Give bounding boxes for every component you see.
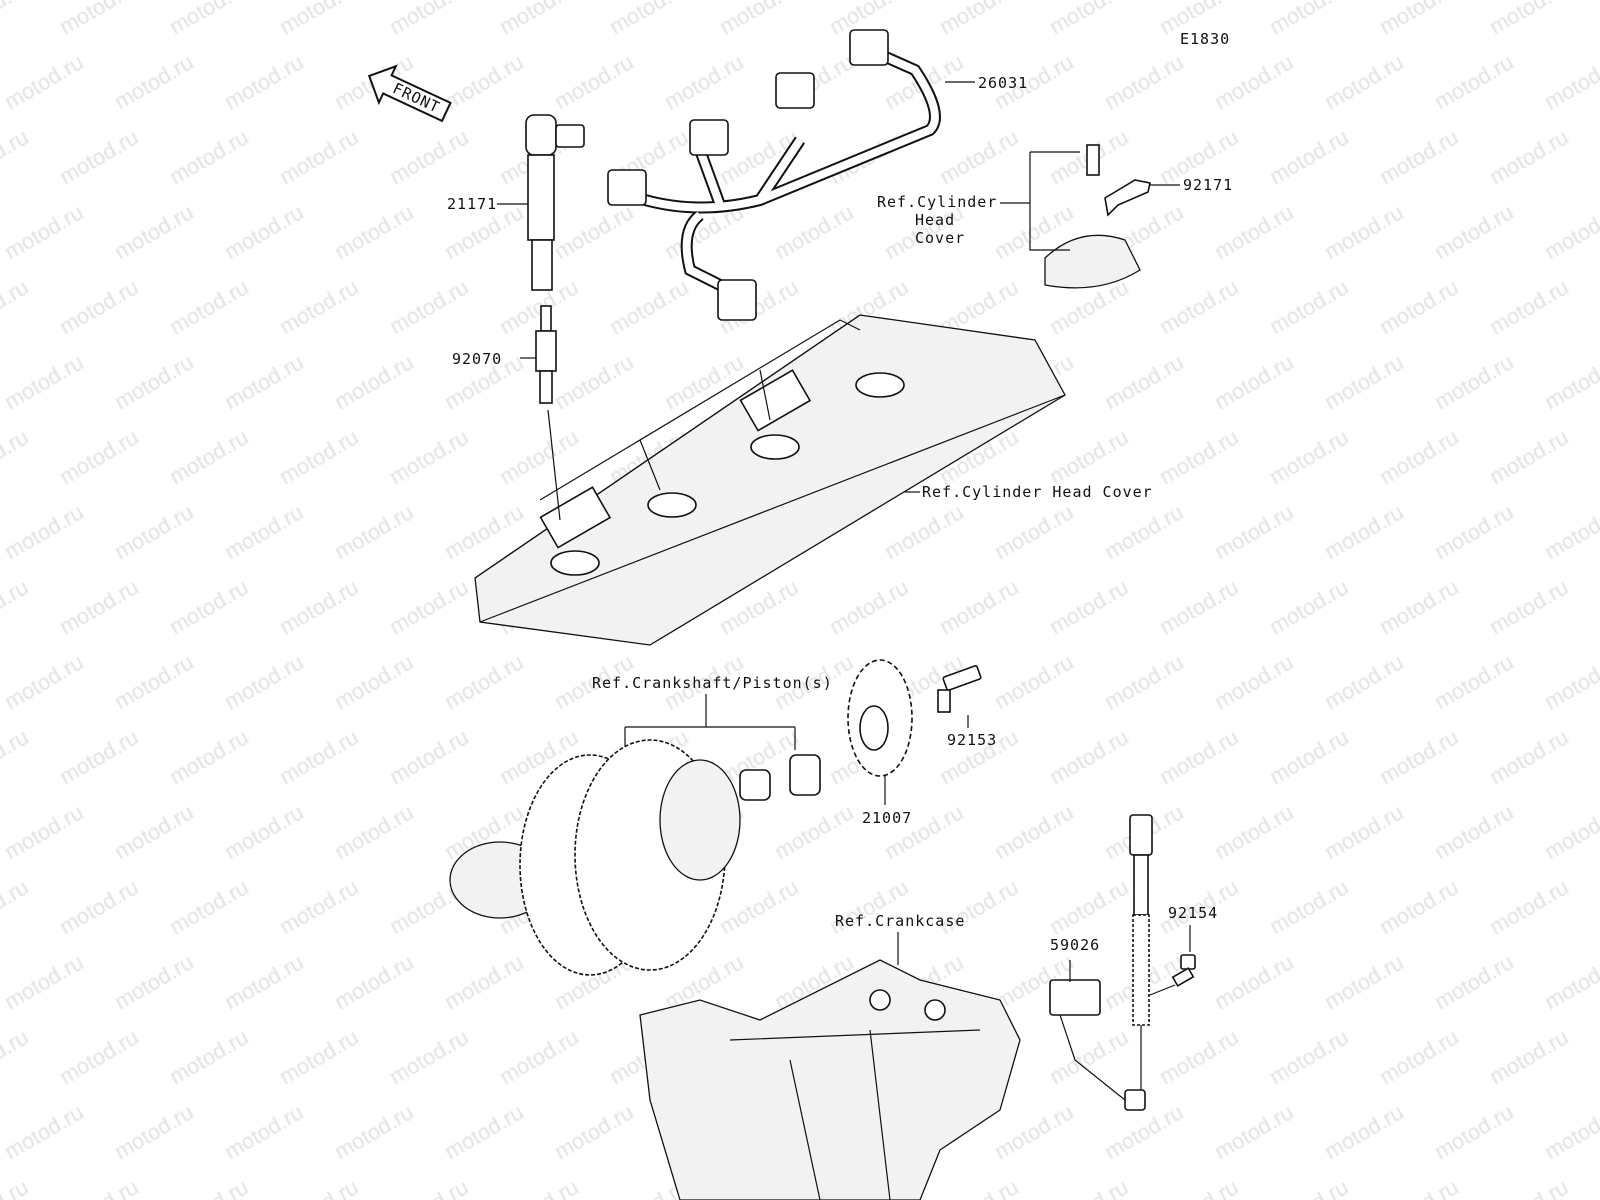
crankcase[interactable] — [639, 959, 1021, 1200]
callout-92153: 92153 — [947, 731, 997, 749]
ref-cyl-head-cover-line3: Cover — [915, 229, 965, 247]
callout-59026: 59026 — [1050, 936, 1100, 954]
front-arrow-icon: FRONT — [367, 64, 452, 123]
callout-ref-crankshaft: Ref.Crankshaft/Piston(s) — [592, 674, 833, 692]
callout-ref-cylinder-head-cover: Ref.Cylinder Head Cover — [922, 483, 1153, 501]
callout-92171: 92171 — [1183, 176, 1233, 194]
crankshaft[interactable] — [449, 739, 821, 976]
callout-92070: 92070 — [452, 350, 502, 368]
callout-26031: 26031 — [978, 74, 1028, 92]
callout-21171: 21171 — [447, 195, 497, 213]
timing-rotor[interactable] — [847, 659, 913, 777]
ref-cyl-head-cover-line1: Ref.Cylinder — [877, 193, 997, 211]
ref-cyl-head-cover-line2: Head — [915, 211, 955, 229]
bolt-92153[interactable] — [937, 665, 982, 713]
wiring-harness[interactable] — [607, 29, 941, 321]
callout-92154: 92154 — [1168, 904, 1218, 922]
front-label: FRONT — [390, 79, 443, 117]
diagram-code: E1830 — [1180, 30, 1230, 48]
bolt-92154[interactable] — [1171, 954, 1196, 987]
cylinder-head-cover[interactable] — [474, 314, 1066, 646]
callout-ref-crankcase: Ref.Crankcase — [835, 912, 965, 930]
crankshaft-sensor[interactable] — [1049, 814, 1153, 1111]
spark-plug[interactable] — [535, 305, 557, 404]
ignition-coil[interactable] — [525, 114, 585, 291]
bracket-assembly[interactable] — [1044, 144, 1151, 289]
callout-21007: 21007 — [862, 809, 912, 827]
